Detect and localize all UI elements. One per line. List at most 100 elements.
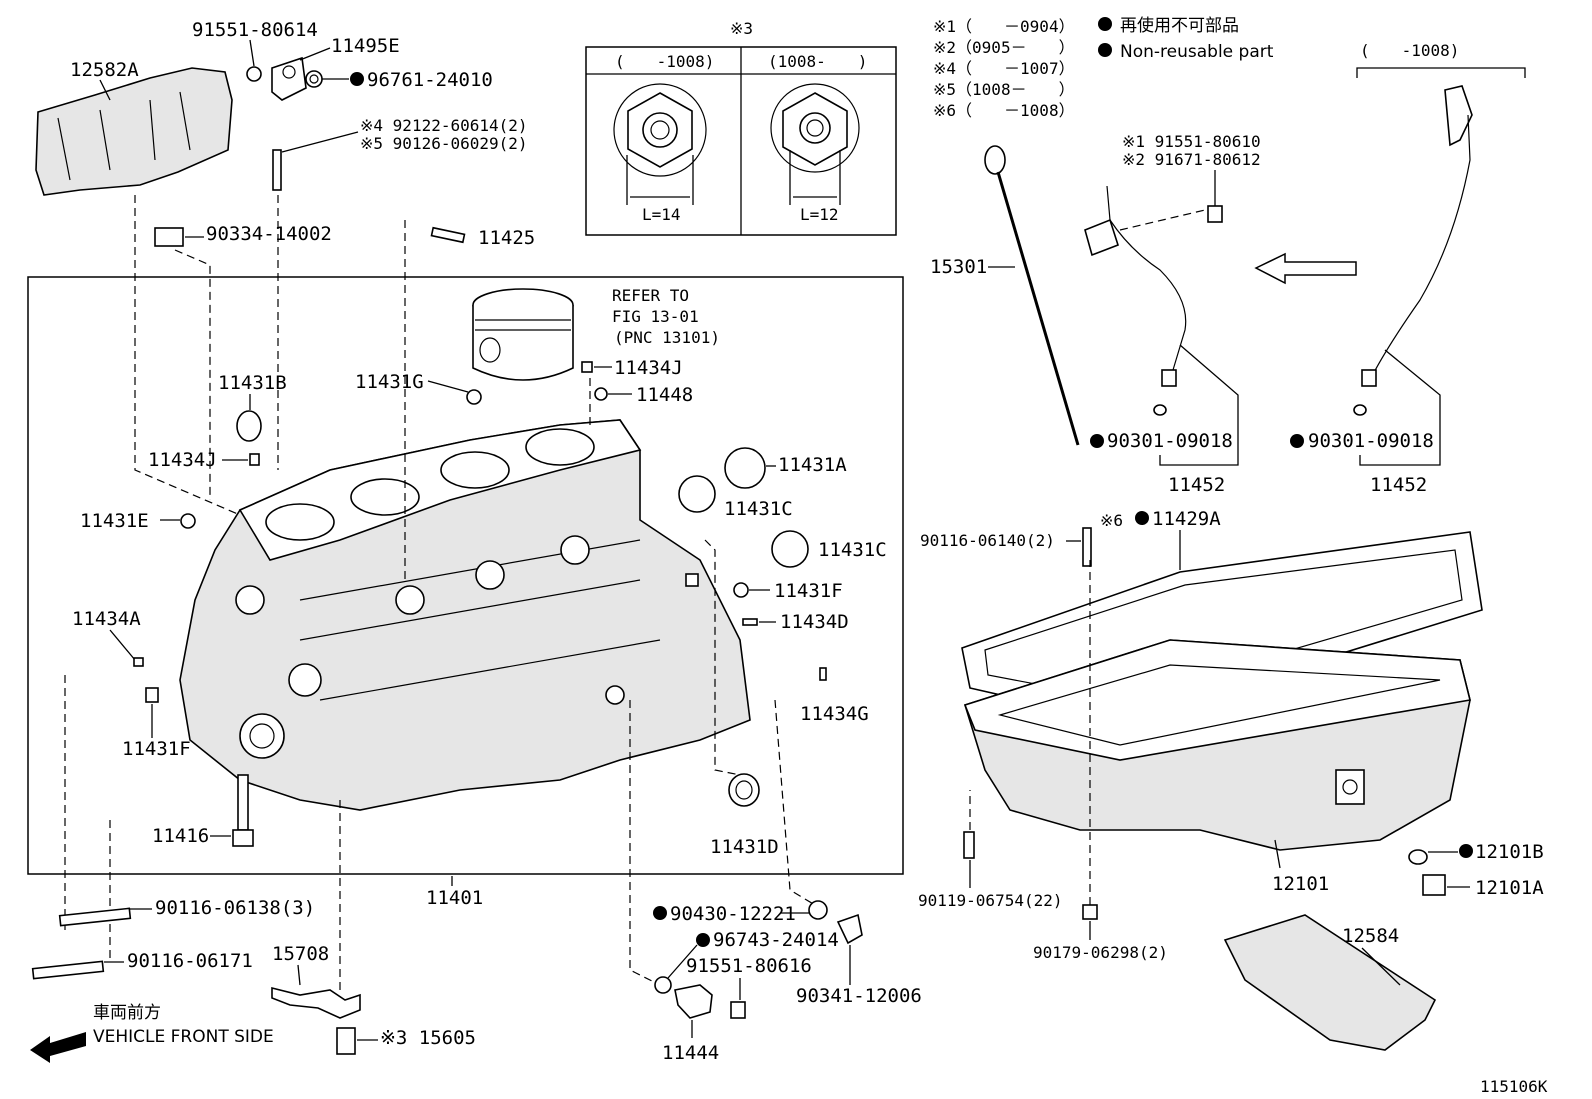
label-11444: 11444 bbox=[662, 1042, 719, 1064]
label-90116-06138: 90116-06138(3) bbox=[155, 897, 315, 919]
gasket-12101B bbox=[1408, 849, 1428, 865]
label-11431A: 11431A bbox=[778, 454, 847, 476]
bolt-91551-80616 bbox=[730, 1001, 746, 1019]
label-12101A: 12101A bbox=[1475, 877, 1544, 899]
legend-dot-icon bbox=[1098, 43, 1112, 57]
stud-11425 bbox=[430, 226, 466, 244]
label-11431F-right: 11431F bbox=[774, 580, 843, 602]
nut-90179 bbox=[1082, 904, 1098, 920]
baffle-12584 bbox=[1223, 914, 1437, 1051]
label-15708: 15708 bbox=[272, 943, 329, 965]
sensor-15605 bbox=[336, 1027, 356, 1055]
inset-marker: ※3 bbox=[730, 19, 753, 38]
label-90116-06140: 90116-06140(2) bbox=[920, 531, 1055, 550]
label-90341: 90341-12006 bbox=[796, 985, 922, 1007]
nonreusable-dot-icon bbox=[696, 933, 710, 947]
nonreusable-dot-icon bbox=[1090, 434, 1104, 448]
label-90179: 90179-06298(2) bbox=[1033, 943, 1168, 962]
legend-dot-icon bbox=[1098, 17, 1112, 31]
label-12101: 12101 bbox=[1272, 873, 1329, 895]
label-15605: ※3 15605 bbox=[380, 1027, 476, 1049]
plug-12101A bbox=[1422, 874, 1446, 896]
label-11434J-top: 11434J bbox=[614, 357, 683, 379]
sensor-11444 bbox=[674, 984, 713, 1019]
plug-11431F-right bbox=[733, 582, 749, 598]
label-90334-14002: 90334-14002 bbox=[206, 223, 332, 245]
bolt-11416 bbox=[232, 774, 254, 847]
label-90430: 90430-12221 bbox=[670, 903, 796, 925]
inset-col1-header: ( -1008) bbox=[615, 52, 714, 71]
cylinder-block-11401 bbox=[179, 419, 751, 811]
inset-col2-header: (1008- ) bbox=[768, 52, 867, 71]
front-jp: 車両前方 bbox=[93, 1003, 161, 1023]
dipstick-inset-header: ( -1008) bbox=[1360, 41, 1459, 60]
plug-11431G bbox=[466, 389, 482, 405]
label-91551-80610: ※1 91551-80610 bbox=[1122, 132, 1261, 151]
plug-11431B bbox=[236, 410, 262, 442]
label-11495E: 11495E bbox=[331, 35, 400, 57]
washer-90430 bbox=[808, 900, 828, 920]
refer-line1: REFER TO bbox=[612, 286, 689, 305]
label-11448: 11448 bbox=[636, 384, 693, 406]
engine-block-frame bbox=[27, 276, 904, 875]
nonreusable-dot-icon bbox=[1290, 434, 1304, 448]
label-11431C-b: 11431C bbox=[818, 539, 887, 561]
label-96743: 96743-24014 bbox=[713, 929, 839, 951]
nonreusable-dot-icon bbox=[653, 906, 667, 920]
label-11431B: 11431B bbox=[218, 372, 287, 394]
sensor-11495E bbox=[246, 56, 323, 101]
legend-note-5: ※5（1008－ ） bbox=[933, 80, 1075, 99]
plug-90334 bbox=[154, 227, 184, 247]
pin-11434G bbox=[819, 667, 827, 681]
nonreusable-dot-icon bbox=[1459, 844, 1473, 858]
label-90119: 90119-06754(22) bbox=[918, 891, 1063, 910]
refer-line3: (PNC 13101) bbox=[614, 328, 720, 347]
label-12101B: 12101B bbox=[1475, 841, 1544, 863]
legend-note-4: ※4（ －1007） bbox=[933, 59, 1075, 78]
stud-90116-06140 bbox=[1082, 527, 1092, 567]
label-12584: 12584 bbox=[1342, 925, 1399, 947]
legend-note-2: ※2（0905－ ） bbox=[933, 38, 1075, 57]
plug-11431A bbox=[724, 447, 766, 489]
label-11434G: 11434G bbox=[800, 703, 869, 725]
oring-96743 bbox=[654, 976, 672, 994]
label-91551-80614: 91551-80614 bbox=[192, 19, 318, 41]
seal-11431D bbox=[728, 773, 760, 807]
stud-90116-06138 bbox=[58, 907, 132, 927]
pin-block bbox=[685, 573, 699, 587]
pin-11434D bbox=[742, 618, 758, 626]
guide-tube-11452-a bbox=[1084, 185, 1187, 416]
label-11431G: 11431G bbox=[355, 371, 424, 393]
label-12582A: 12582A bbox=[70, 59, 139, 81]
legend-nonreusable-jp: 再使用不可部品 bbox=[1120, 15, 1239, 36]
insulator-12582A bbox=[35, 67, 233, 196]
label-96761-24010: 96761-24010 bbox=[367, 69, 493, 91]
label-11452-b: 11452 bbox=[1370, 474, 1427, 496]
label-15301: 15301 bbox=[930, 256, 987, 278]
legend-note-6: ※6（ －1008） bbox=[933, 101, 1075, 120]
pin-11434J-left bbox=[249, 453, 260, 466]
label-91551-80616: 91551-80616 bbox=[686, 955, 812, 977]
inset-col2-dim: L=12 bbox=[800, 205, 839, 224]
plug-11431C-a bbox=[678, 475, 716, 513]
label-90126: ※5 90126-06029(2) bbox=[360, 134, 528, 153]
label-11431E: 11431E bbox=[80, 510, 149, 532]
bracket-15708 bbox=[271, 986, 361, 1019]
plug-11431F-left bbox=[145, 687, 159, 703]
stud-bolt bbox=[272, 149, 282, 191]
front-arrow-icon bbox=[30, 1032, 86, 1063]
figure-id: 115106K bbox=[1480, 1077, 1548, 1096]
legend-nonreusable-en: Non-reusable part bbox=[1120, 42, 1274, 62]
label-92122: ※4 92122-60614(2) bbox=[360, 116, 528, 135]
oil-pan-12101 bbox=[963, 639, 1471, 851]
label-11431F-left: 11431F bbox=[122, 738, 191, 760]
label-11429A: 11429A bbox=[1152, 508, 1221, 530]
label-11434A: 11434A bbox=[72, 608, 141, 630]
label-91671-80612: ※2 91671-80612 bbox=[1122, 150, 1261, 169]
label-11401: 11401 bbox=[426, 887, 483, 909]
label-90116-06171: 90116-06171 bbox=[127, 950, 253, 972]
plug-11431C-b bbox=[771, 530, 809, 568]
pin-11434J bbox=[581, 361, 593, 373]
label-11452-a: 11452 bbox=[1168, 474, 1225, 496]
